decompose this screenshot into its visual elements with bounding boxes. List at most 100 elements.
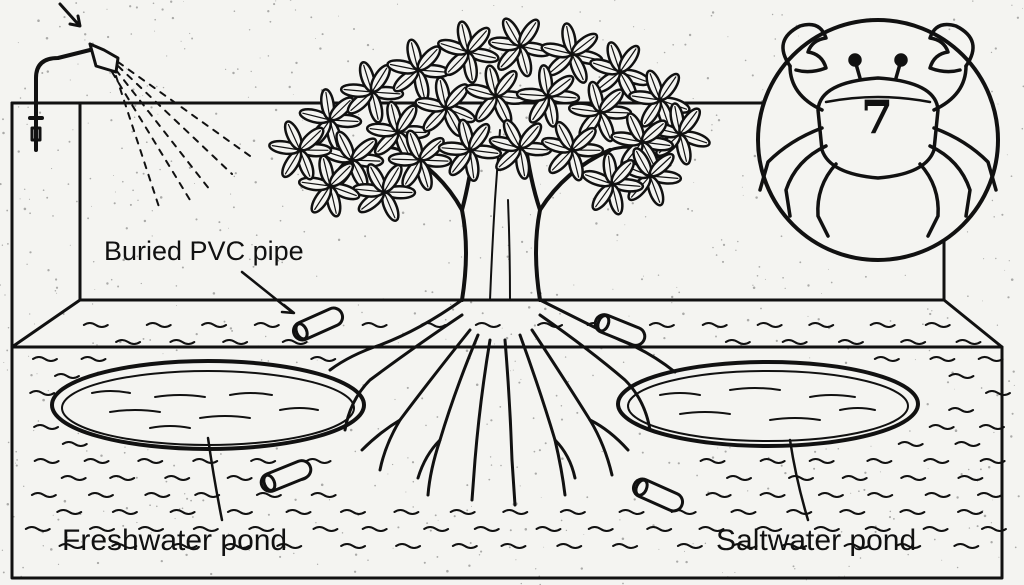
sand-wave: [137, 458, 164, 464]
sand-wave: [145, 322, 172, 328]
sand-wave: [192, 458, 219, 464]
pipe-icon: [291, 306, 345, 342]
leaf-cluster: [488, 118, 553, 180]
sand-wave: [556, 543, 583, 549]
sand-wave: [808, 322, 835, 328]
sand-wave: [449, 509, 476, 515]
sand-wave: [361, 322, 388, 328]
sand-wave: [201, 322, 228, 328]
sand-wave: [109, 475, 136, 481]
sand-wave: [253, 322, 280, 328]
sand-wave: [730, 509, 757, 515]
sand-wave: [169, 509, 196, 515]
sand-wave: [922, 526, 949, 532]
sand-wave: [612, 543, 639, 549]
sand-wave: [250, 458, 277, 464]
sand-wave: [339, 509, 366, 515]
sand-wave: [473, 526, 500, 532]
sand-wave: [923, 458, 950, 464]
sand-wave: [474, 322, 501, 328]
sand-wave: [781, 543, 808, 549]
freshwater-pond: [50, 359, 366, 451]
sand-wave: [869, 322, 896, 328]
sand-wave: [559, 509, 586, 515]
sand-wave: [759, 492, 786, 498]
leaf-cluster: [297, 154, 361, 218]
sand-wave: [978, 424, 1005, 430]
sand-wave: [111, 543, 138, 549]
leaf-cluster: [339, 61, 405, 124]
sand-wave: [701, 322, 728, 328]
sand-wave: [80, 356, 107, 362]
sand-wave: [83, 458, 110, 464]
sand-wave: [724, 339, 751, 345]
sand-wave: [948, 407, 975, 413]
sand-wave: [648, 322, 675, 328]
sand-wave: [226, 509, 253, 515]
leaf-cluster: [351, 163, 417, 222]
sand-wave: [169, 339, 196, 345]
sand-wave: [24, 526, 51, 532]
sand-wave: [61, 441, 88, 447]
sand-wave: [977, 356, 1004, 362]
leaf-cluster: [386, 38, 451, 102]
sand-wave: [587, 526, 614, 532]
pipe-icon: [631, 477, 685, 513]
leaf-cluster: [464, 64, 529, 126]
sand-wave: [115, 339, 142, 345]
sand-wave: [56, 509, 83, 515]
leader-lines: [206, 270, 810, 522]
sand-wave: [899, 509, 926, 515]
sand-wave: [957, 475, 984, 481]
leaf-cluster: [437, 118, 503, 183]
sand-wave: [312, 526, 339, 532]
sand-wave: [726, 475, 753, 481]
sand-wave: [808, 458, 835, 464]
sand-wave: [60, 475, 87, 481]
leaf-cluster: [619, 147, 683, 207]
tree-icon: [268, 17, 711, 222]
sand-wave: [502, 509, 529, 515]
sand-wave: [88, 526, 115, 532]
sand-wave: [676, 543, 703, 549]
sand-wave: [929, 356, 956, 362]
sand-wave: [58, 543, 85, 549]
sand-wave: [285, 509, 312, 515]
leaf-cluster: [581, 151, 645, 216]
sand-wave: [873, 356, 900, 362]
sand-wave: [976, 492, 1003, 498]
water-spray: [111, 61, 251, 211]
sand-wave: [924, 492, 951, 498]
sand-wave: [980, 526, 1007, 532]
sand-wave: [957, 509, 984, 515]
label-buried-pvc-pipe: Buried PVC pipe: [104, 236, 304, 266]
leaf-cluster: [414, 76, 477, 138]
crab-icon: [758, 22, 998, 238]
crab-badge: [756, 18, 1000, 262]
leaf-cluster: [387, 129, 453, 192]
sand-wave: [759, 458, 786, 464]
pipe-icon: [593, 313, 647, 347]
sand-wave: [29, 390, 56, 396]
sand-wave: [33, 458, 60, 464]
sand-wave: [423, 526, 450, 532]
tree-roots: [328, 298, 677, 507]
sand-wave: [222, 339, 249, 345]
sand-wave: [33, 424, 60, 430]
sand-wave: [31, 356, 58, 362]
sand-wave: [144, 492, 171, 498]
sand-wave: [984, 390, 1011, 396]
leaf-cluster: [589, 41, 651, 102]
pipe-icon: [259, 459, 313, 493]
sand-wave: [839, 509, 866, 515]
sand-wave: [786, 509, 813, 515]
shower-head-icon: [28, 2, 120, 152]
sand-wave: [255, 492, 282, 498]
sand-wave: [500, 543, 527, 549]
sand-wave: [340, 543, 367, 549]
sand-wave: [928, 424, 955, 430]
sand-wave: [395, 543, 422, 549]
leaf-cluster: [540, 22, 604, 84]
sand-wave: [948, 373, 975, 379]
